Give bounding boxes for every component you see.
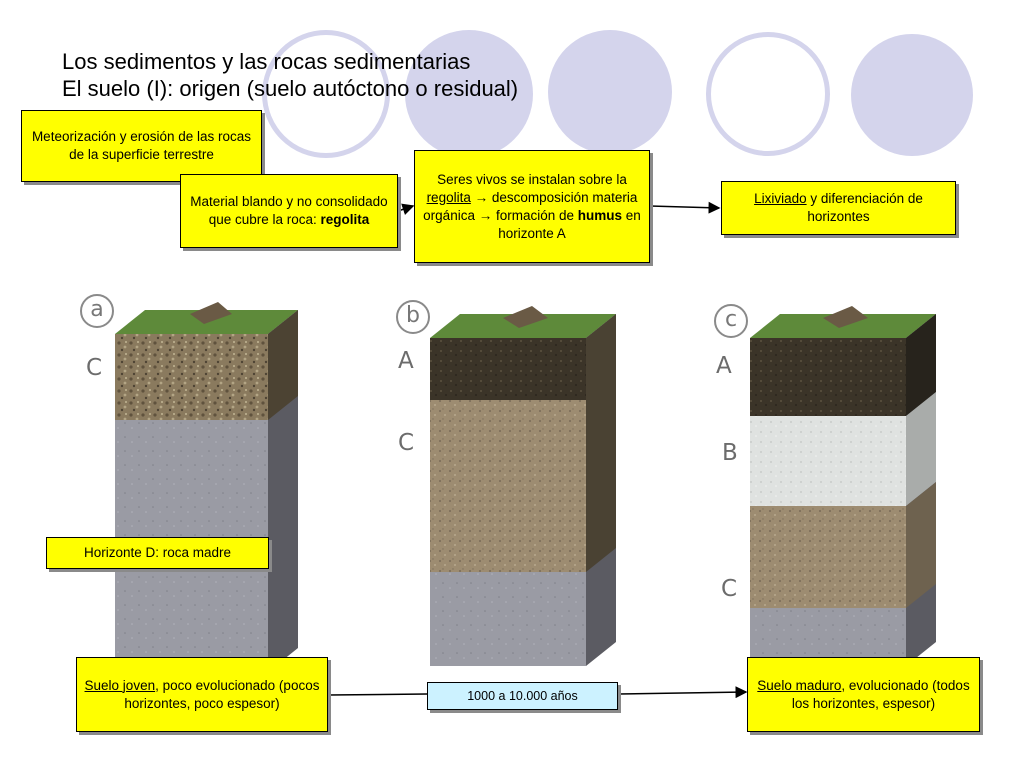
title-line-2: El suelo (I): origen (suelo autóctono o … — [62, 76, 519, 101]
arrow-material-to-seres — [397, 203, 415, 216]
note-horizonte-d-text: Horizonte D: roca madre — [83, 545, 232, 560]
note-horizonte-d: Horizonte D: roca madre — [46, 537, 269, 569]
horizon-letter-c: C — [721, 576, 738, 602]
note-material-text: Material blando y no consolidado que cub… — [190, 194, 388, 227]
note-lixiviado: Lixiviado y diferenciación de horizontes — [721, 181, 956, 235]
note-suelo-joven-text: Suelo joven, poco evolucionado (pocos ho… — [84, 677, 320, 711]
decor-circle — [851, 34, 973, 156]
horizon-letter-c: C — [398, 430, 415, 456]
slide-title: Los sedimentos y las rocas sedimentarias… — [62, 48, 518, 102]
horizon-letter-a: A — [716, 353, 732, 379]
note-suelo-maduro-text: Suelo maduro, evolucionado (todos los ho… — [757, 677, 970, 711]
arrow-glyph: → — [474, 189, 489, 205]
note-lixiviado-text: Lixiviado y diferenciación de horizontes — [754, 191, 923, 224]
profile-badge-c: c — [714, 304, 748, 338]
title-line-1: Los sedimentos y las rocas sedimentarias — [62, 49, 471, 74]
horizon-letter-b: B — [722, 440, 738, 466]
arrow-tiempo-to-maduro — [618, 686, 748, 699]
soil-profile-intermediate — [430, 306, 616, 666]
arrow-glyph: → — [478, 207, 493, 223]
note-meteorizacion: Meteorización y erosión de las rocas de … — [21, 110, 262, 182]
note-tiempo-text: 1000 a 10.000 años — [467, 689, 578, 703]
note-seres-text: Seres vivos se instalan sobre la regolit… — [423, 171, 641, 241]
decor-circle — [706, 32, 830, 156]
note-suelo-maduro: Suelo maduro, evolucionado (todos los ho… — [747, 657, 980, 732]
note-material-regolita: Material blando y no consolidado que cub… — [180, 174, 398, 248]
soil-profile-young — [115, 302, 298, 672]
note-meteorizacion-text: Meteorización y erosión de las rocas de … — [31, 129, 252, 162]
decor-circle — [405, 30, 533, 158]
decor-circle — [262, 30, 390, 158]
soil-profile-mature — [750, 306, 936, 666]
arrow-joven-to-tiempo — [328, 693, 428, 696]
note-seres-vivos: Seres vivos se instalan sobre la regolit… — [414, 150, 650, 263]
horizon-letter-c: C — [86, 355, 103, 381]
note-tiempo: 1000 a 10.000 años — [427, 682, 618, 710]
arrow-seres-to-lixiviado — [649, 201, 721, 214]
horizon-letter-a: A — [398, 348, 414, 374]
profile-badge-a: a — [80, 294, 114, 328]
decor-circle — [548, 30, 672, 154]
profile-badge-b: b — [396, 300, 430, 334]
note-suelo-joven: Suelo joven, poco evolucionado (pocos ho… — [76, 657, 328, 732]
